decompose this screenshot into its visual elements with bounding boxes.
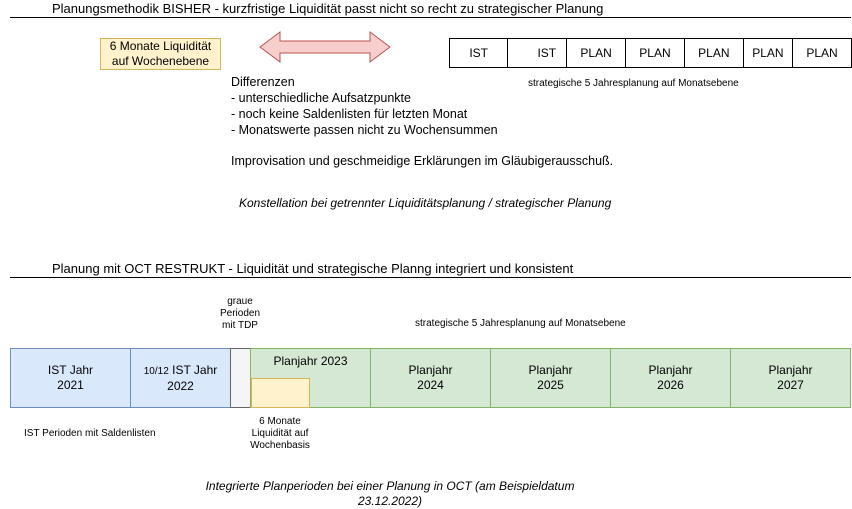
ist-periods-note: IST Perioden mit Saldenlisten	[24, 428, 156, 439]
period-cell: IST	[507, 38, 568, 68]
top-caption: Konstellation bei getrennter Liquiditäts…	[239, 196, 612, 210]
top-strategic-label: strategische 5 Jahresplanung auf Monatse…	[528, 78, 739, 89]
bottom-divider	[10, 277, 851, 278]
period-cell: PLAN	[683, 38, 744, 68]
grey-note-line: Perioden	[219, 308, 261, 319]
ist-2022-year: 2022	[167, 378, 194, 393]
planjahr-year: 2027	[777, 378, 804, 392]
grey-note-line: mit TDP	[222, 320, 258, 331]
liquidity-note-line: 6 Monate	[259, 416, 301, 427]
ist-2022-text: IST Jahr	[168, 362, 218, 377]
planjahr-label: Planjahr	[768, 363, 813, 377]
differences-block: Differenzen - unterschiedliche Aufsatzpu…	[231, 74, 498, 138]
period-table: IST IST PLAN PLAN PLAN PLAN PLAN	[448, 38, 852, 68]
liquidity-week-cell	[251, 378, 310, 408]
bottom-caption: Integrierte Planperioden bei einer Planu…	[170, 479, 610, 509]
differences-item: - Monatswerte passen nicht zu Wochensumm…	[231, 123, 498, 137]
top-heading: Planungsmethodik BISHER - kurzfristige L…	[52, 1, 604, 16]
improvisation-text: Improvisation und geschmeidige Erklärung…	[231, 154, 614, 168]
planjahr-label: Planjahr	[528, 363, 573, 377]
differences-item: - noch keine Saldenlisten für letzten Mo…	[231, 107, 468, 121]
period-cell: PLAN	[792, 38, 852, 68]
bottom-caption-line2: 23.12.2022)	[357, 494, 423, 508]
liquidity-box-line2: auf Wochenebene	[111, 54, 210, 68]
ist-2022-prefix: 10/12	[143, 365, 169, 377]
grey-period-cell	[230, 348, 251, 408]
ist-year-2021: IST Jahr 2021	[10, 348, 131, 408]
planjahr-2026: Planjahr 2026	[610, 348, 731, 408]
period-cell: IST	[448, 38, 509, 68]
liquidity-box-line1: 6 Monate Liquidität	[109, 39, 212, 53]
grey-periods-note: graue Perioden mit TDP	[212, 296, 268, 332]
planjahr-label: Planjahr	[648, 363, 693, 377]
period-cell: PLAN	[742, 38, 794, 68]
bottom-heading: Planung mit OCT RESTRUKT - Liquidität un…	[52, 261, 574, 276]
planjahr-2025: Planjahr 2025	[490, 348, 611, 408]
double-arrow-icon	[259, 31, 391, 63]
planjahr-2023-label: Planjahr 2023	[273, 354, 348, 368]
period-cell: PLAN	[625, 38, 685, 68]
ist-year-2022: 10/12 IST Jahr 2022	[130, 348, 231, 408]
planjahr-year: 2024	[417, 378, 444, 392]
period-cell: PLAN	[566, 38, 627, 68]
liquidity-note-line: Liquidität auf	[251, 428, 309, 439]
planjahr-year: 2026	[657, 378, 684, 392]
grey-note-line: graue	[227, 296, 253, 307]
ist-2021-year: 2021	[57, 378, 84, 392]
ist-2021-label: IST Jahr	[47, 363, 94, 377]
planjahr-label: Planjahr	[408, 363, 453, 377]
bottom-caption-line1: Integrierte Planperioden bei einer Planu…	[205, 479, 575, 493]
planjahr-2027: Planjahr 2027	[730, 348, 851, 408]
planjahr-year: 2025	[537, 378, 564, 392]
liquidity-week-box: 6 Monate Liquidität auf Wochenebene	[100, 38, 221, 70]
differences-item: - unterschiedliche Aufsatzpunkte	[231, 91, 411, 105]
ist-2022-label: 10/12 IST Jahr	[144, 363, 218, 379]
differences-title: Differenzen	[231, 75, 295, 89]
bottom-strategic-label: strategische 5 Jahresplanung auf Monatse…	[415, 318, 626, 329]
top-divider	[10, 17, 851, 18]
liquidity-week-note: 6 Monate Liquidität auf Wochenbasis	[240, 416, 320, 452]
liquidity-note-line: Wochenbasis	[250, 440, 310, 451]
planjahr-2024: Planjahr 2024	[370, 348, 491, 408]
